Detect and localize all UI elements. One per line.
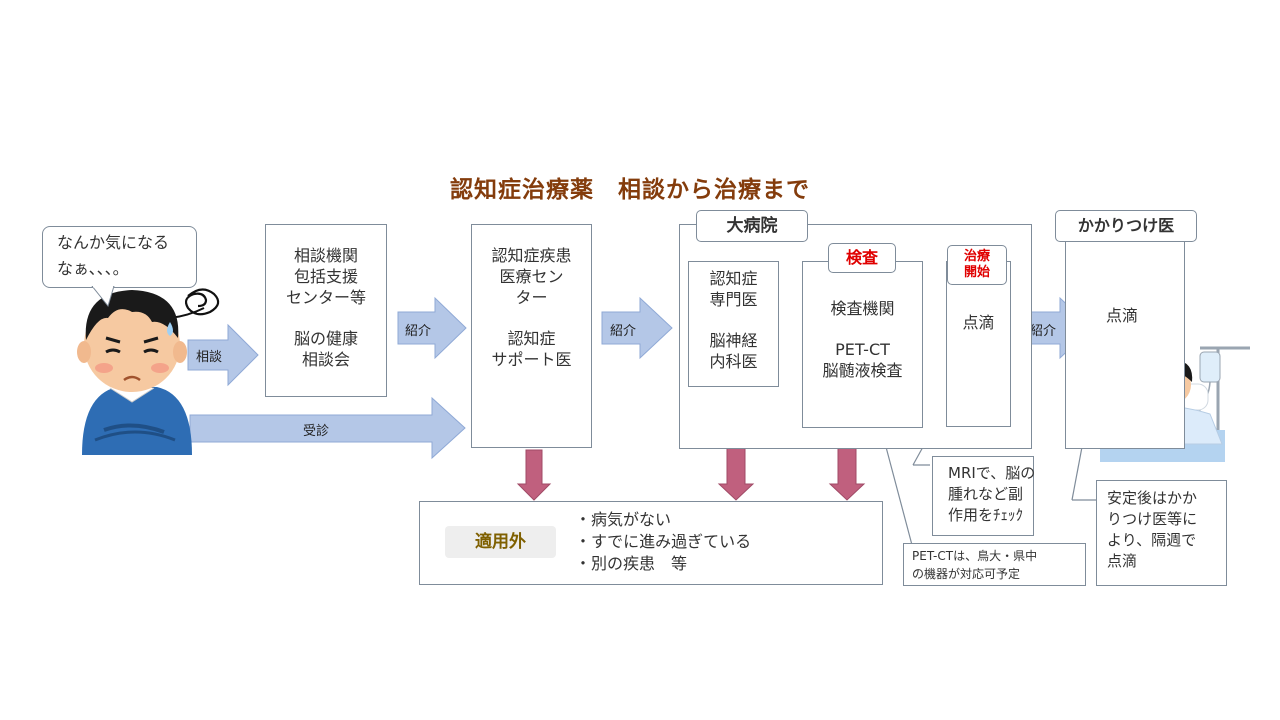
- box-line: 相談機関: [293, 246, 358, 265]
- note-line: りつけ医等に: [1107, 510, 1198, 528]
- referral-label-1: 紹介: [405, 324, 432, 339]
- bubble-line: なんか気になる: [57, 233, 170, 252]
- treatment-text: 点滴: [962, 313, 995, 332]
- note-line: MRIで、脳の: [948, 464, 1036, 482]
- petct-note: PET-CTは、鳥大・県中 の機器が対応可予定: [903, 543, 1086, 586]
- exclusion-item: ・別の疾患 等: [575, 554, 688, 573]
- exam-institution-box: 検査機関 PET-CT 脳髄液検査: [802, 261, 923, 428]
- box-line: サポート医: [491, 350, 572, 369]
- box-line: 医療セン: [499, 267, 564, 286]
- dementia-medical-center-box: 認知症疾患 医療セン ター 認知症 サポート医: [471, 224, 592, 448]
- family-doctor-label: かかりつけ医: [1055, 210, 1197, 242]
- box-line: 脳髄液検査: [822, 361, 903, 380]
- referral-label-2: 紹介: [610, 324, 637, 339]
- note-line: 点滴: [1107, 552, 1138, 570]
- exclusion-item: ・すでに進み過ぎている: [575, 532, 752, 551]
- tag-line: 治療: [963, 249, 990, 264]
- exclusion-label: 適用外: [445, 526, 556, 558]
- family-doctor-box: 点滴: [1065, 233, 1185, 449]
- after-stable-note: 安定後はかか りつけ医等に より、隔週で 点滴: [1096, 480, 1227, 586]
- down-arrow-1: [516, 449, 552, 501]
- bubble-line: なぁ、、、。: [57, 259, 129, 278]
- box-line: 検査機関: [830, 299, 895, 318]
- visit-arrow-label: 受診: [303, 424, 330, 439]
- box-line: ター: [515, 288, 548, 307]
- note-line: の機器が対応可予定: [912, 567, 1021, 581]
- box-line: 相談会: [301, 350, 350, 369]
- exclusion-list: ・病気がない ・すでに進み過ぎている ・別の疾患 等: [575, 509, 751, 575]
- speech-bubble: なんか気になる なぁ、、、。: [42, 226, 197, 288]
- specialist-box: 認知症 専門医 脳神経 内科医: [688, 261, 779, 387]
- note-line: PET-CTは、鳥大・県中: [912, 549, 1038, 563]
- exclusion-item: ・病気がない: [575, 510, 672, 529]
- referral-arrow-2: [601, 296, 673, 360]
- box-line: 専門医: [709, 290, 758, 309]
- referral-arrow-1: [397, 296, 467, 360]
- page-title: 認知症治療薬 相談から治療まで: [450, 177, 810, 203]
- box-line: 認知症: [507, 329, 556, 348]
- gp-treatment-text: 点滴: [1106, 306, 1139, 325]
- mri-note: MRIで、脳の 腫れなど副 作用をﾁｪｯｸ: [932, 456, 1036, 536]
- note-line: 安定後はかか: [1107, 489, 1198, 507]
- referral-label-3: 紹介: [1030, 324, 1057, 339]
- note-line: より、隔週で: [1107, 531, 1197, 549]
- tag-line: 開始: [963, 265, 990, 280]
- consult-arrow: [187, 323, 259, 387]
- box-line: PET-CT: [835, 340, 890, 359]
- consult-arrow-label: 相談: [196, 350, 223, 365]
- bubble-tail: [91, 286, 115, 308]
- exam-tag: 検査: [828, 243, 896, 273]
- large-hospital-label: 大病院: [696, 210, 808, 242]
- box-line: 包括支援: [293, 267, 358, 286]
- box-line: 脳の健康: [293, 329, 358, 348]
- box-line: 認知症疾患: [491, 246, 572, 265]
- box-line: センター等: [285, 288, 366, 307]
- visit-arrow: [189, 396, 466, 460]
- treatment-box: 点滴: [946, 261, 1011, 427]
- box-line: 内科医: [709, 352, 758, 371]
- treatment-start-tag: 治療 開始: [947, 245, 1007, 285]
- box-line: 認知症: [709, 269, 758, 288]
- box-line: 脳神経: [709, 331, 758, 350]
- consultation-agency-box: 相談機関 包括支援 センター等 脳の健康 相談会: [265, 224, 387, 397]
- note-line: 腫れなど副: [948, 485, 1024, 503]
- note-line: 作用をﾁｪｯｸ: [948, 506, 1024, 524]
